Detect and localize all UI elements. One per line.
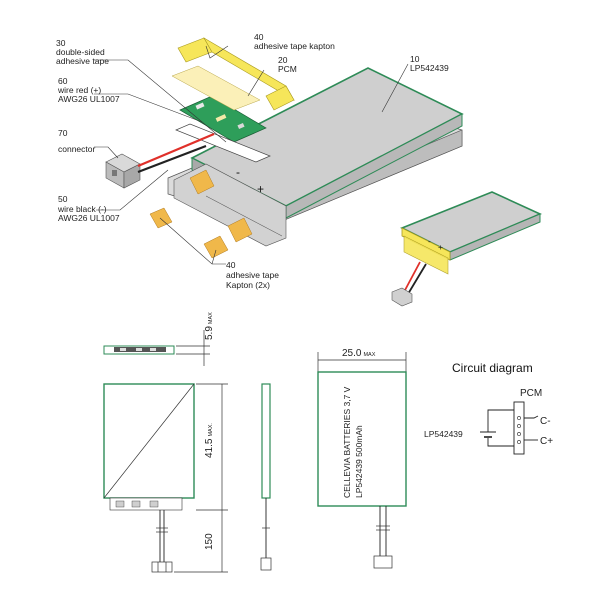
polarity-plus-sign: + [257, 182, 264, 196]
wire-black [137, 144, 207, 174]
callout-30-num: 30 [56, 38, 66, 48]
callout-60-line1: wire red (+) [57, 85, 101, 95]
callout-30-line1: double-sided [56, 47, 105, 57]
cell-label: LP542439 [424, 429, 463, 439]
kapton-piece-2 [203, 235, 229, 259]
callout-60-num: 60 [58, 76, 68, 86]
assembled-minus: - [428, 236, 431, 246]
callout-10-num: 10 [410, 54, 420, 64]
polarity-minus-sign: - [236, 165, 240, 179]
kapton-piece-1 [149, 207, 173, 229]
exploded-view: - + [56, 32, 464, 290]
double-sided-tape [175, 123, 271, 163]
terminal-minus: C- [540, 416, 551, 427]
assembled-view: - + [391, 191, 542, 307]
callout-50-line2: AWG26 UL1007 [58, 213, 120, 223]
cell-label-line1: CELLEVIA BATTERIES 3,7 V [342, 386, 352, 498]
callout-10-text: LP542439 [410, 63, 449, 73]
pcm-label: PCM [520, 388, 542, 399]
terminal-plus: C+ [540, 436, 553, 447]
wire-red [137, 132, 215, 168]
callout-70-text: connector [58, 144, 95, 154]
dim-wire-length: 150 [204, 533, 215, 550]
assembled-plus: + [438, 242, 443, 252]
callout-70-num: 70 [58, 128, 68, 138]
front-view: 41.5MAX. 150 [103, 383, 228, 573]
circuit-title: Circuit diagram [452, 361, 533, 375]
callout-20-num: 20 [278, 55, 288, 65]
side-view [260, 383, 272, 571]
callout-40-top-num: 40 [254, 32, 264, 42]
callout-40-top-text: adhesive tape kapton [254, 41, 335, 51]
kapton-tab-front [189, 169, 215, 195]
assembled-connector [391, 287, 413, 307]
kapton-tab-front-2 [227, 217, 253, 243]
cell-label-line2: LP542439 500mAh [354, 425, 364, 498]
pcm-block [513, 401, 525, 455]
callout-40-bottom-line1: adhesive tape [226, 270, 279, 280]
kapton-tape-top [177, 37, 295, 111]
pcm-board [179, 95, 267, 143]
top-profile-view: 5.9MAX [103, 312, 215, 366]
callout-30-line2: adhesive tape [56, 56, 109, 66]
callout-60-line2: AWG26 UL1007 [58, 94, 120, 104]
callout-50-line1: wire black (-) [57, 204, 107, 214]
callout-40-bottom-line2: Kapton (2x) [226, 280, 270, 290]
dim-thickness: 5.9MAX [204, 312, 215, 340]
callout-40-bottom-num: 40 [226, 260, 236, 270]
circuit-diagram: Circuit diagram PCM LP542439 C- C+ [424, 361, 553, 455]
connector [105, 153, 141, 189]
callout-20-text: PCM [278, 64, 297, 74]
dim-length: 41.5MAX. [204, 423, 215, 458]
callout-50-num: 50 [58, 194, 68, 204]
pcm-tape-layer [171, 65, 261, 111]
